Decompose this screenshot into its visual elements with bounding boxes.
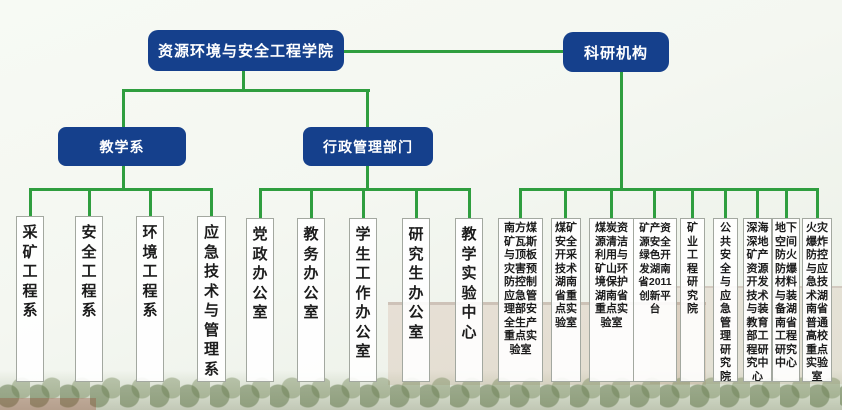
node-public-safety-emergency-institute: 公共安全与应急管理研究院 (713, 218, 738, 382)
node-admin: 行政管理部门 (303, 127, 433, 166)
node-academic-affairs-office: 教务办公室 (297, 218, 325, 382)
node-emergency-tech-management-dept: 应急技术与管理系 (197, 216, 226, 382)
connector-admin-drop (366, 89, 369, 127)
node-mining-engineering-institute: 矿业工程研究院 (680, 218, 705, 382)
node-party-admin-office: 党政办公室 (246, 218, 274, 382)
node-deepsea-deepearth-center: 深海深地矿产资源开发技术与装教育部工程研究中心 (743, 218, 772, 382)
node-graduate-office: 研究生办公室 (402, 218, 430, 382)
connector-stub (210, 190, 213, 216)
connector-stub (149, 190, 152, 216)
node-environment-engineering-dept: 环境工程系 (136, 216, 164, 382)
node-teaching: 教学系 (58, 127, 186, 166)
node-teaching-experiment-center: 教学实验中心 (455, 218, 483, 382)
connector-college-research (344, 50, 563, 53)
node-underground-fire-explosion-proof-center: 地下空间防火防爆材料与装备湖南省工程研究中心 (772, 218, 800, 382)
connector-admin-out (366, 164, 369, 190)
connector-stub (610, 190, 613, 218)
node-coal-clean-utilization-lab: 煤炭资源清洁利用与矿山环境保护湖南省重点实验室 (589, 218, 634, 382)
node-research-root: 科研机构 (563, 32, 669, 72)
connector-stub (29, 190, 32, 216)
connector-stub (756, 190, 759, 218)
connector-research-down (620, 71, 623, 190)
node-student-affairs-office: 学生工作办公室 (349, 218, 377, 382)
connector-research-bus (519, 188, 819, 191)
connector-stub (362, 190, 365, 218)
connector-stub (564, 190, 567, 218)
connector-stub (785, 190, 788, 218)
connector-teaching-drop (122, 89, 125, 127)
connector-stub (724, 190, 727, 218)
node-southern-coalmine-gas-roof-lab: 南方煤矿瓦斯与顶板灾害预防控制应急管理部安全生产重点实验室 (498, 218, 543, 382)
connector-stub (691, 190, 694, 218)
node-coal-safe-mining-lab: 煤矿安全开采技术湖南省重点实验室 (551, 218, 581, 382)
connector-stub (816, 190, 819, 218)
connector-teaching-out (122, 164, 125, 190)
connector-stub (468, 190, 471, 218)
node-safety-engineering-dept: 安全工程系 (75, 216, 103, 382)
connector-stub (310, 190, 313, 218)
node-fire-explosion-control-lab: 火灾爆炸防控与应急技术湖南省普通高校重点实验室 (802, 218, 832, 382)
connector-stub (88, 190, 91, 216)
connector-stub (259, 190, 262, 218)
connector-stub (519, 190, 522, 218)
connector-stub (415, 190, 418, 218)
connector-college-down (242, 71, 245, 92)
background-photo-strip (0, 398, 96, 410)
node-mineral-green-dev-platform: 矿产资源安全绿色开发湖南省2011创新平台 (633, 218, 677, 382)
node-mining-engineering-dept: 采矿工程系 (16, 216, 44, 382)
connector-admin-bus (259, 188, 471, 191)
connector-teaching-bus (29, 188, 213, 191)
connector-left-bus (122, 89, 370, 92)
node-college: 资源环境与安全工程学院 (148, 30, 344, 71)
connector-stub (653, 190, 656, 218)
